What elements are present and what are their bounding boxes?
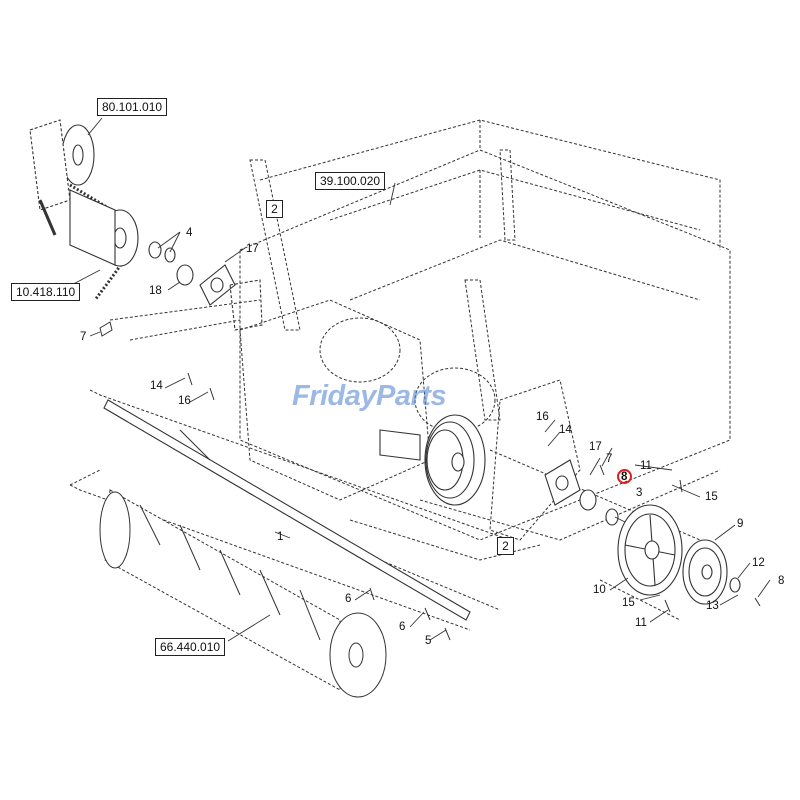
- callout-17-right: 17: [589, 441, 602, 453]
- left-bearing-18: [176, 264, 194, 286]
- callout-13: 13: [706, 600, 719, 612]
- callout-4: 4: [186, 227, 193, 239]
- callout-15-top: 15: [705, 491, 718, 503]
- callout-7-right: 7: [606, 453, 613, 465]
- callout-15-bottom: 15: [622, 597, 635, 609]
- callout-8-highlighted: 8: [621, 471, 628, 483]
- callout-6-lower: 6: [399, 621, 406, 633]
- callout-10: 10: [593, 584, 606, 596]
- frame-outline: [239, 149, 731, 541]
- section-square-2-bottom: 2: [497, 537, 514, 555]
- reference-box-39-100-020: 39.100.020: [315, 172, 386, 190]
- callout-16-left: 16: [178, 395, 191, 407]
- reference-box-66-440-010: 66.440.010: [155, 638, 226, 656]
- callout-12: 12: [752, 557, 765, 569]
- callout-14-right: 14: [559, 424, 572, 436]
- callout-5: 5: [425, 635, 432, 647]
- callout-1: 1: [277, 531, 284, 543]
- washer-12: [729, 577, 741, 593]
- callout-17-left: 17: [246, 243, 259, 255]
- callout-11-bottom: 11: [635, 617, 647, 629]
- reference-box-80-101-010: 80.101.010: [97, 98, 168, 116]
- left-side-plate: [239, 299, 431, 501]
- callout-3: 3: [636, 487, 643, 499]
- callout-14-left: 14: [150, 380, 163, 392]
- left-post: [249, 159, 301, 331]
- watermark-logo: FridayParts: [292, 380, 447, 412]
- callout-6-upper: 6: [345, 593, 352, 605]
- callout-9: 9: [737, 518, 744, 530]
- highlight-ring-callout-8: [617, 469, 632, 484]
- right-side-plate: [489, 379, 581, 541]
- callout-11-top: 11: [640, 460, 652, 472]
- callout-18: 18: [149, 285, 162, 297]
- section-square-2-top: 2: [266, 200, 283, 218]
- reference-box-10-418-110: 10.418.110: [11, 283, 81, 301]
- spacer-3: [605, 508, 619, 526]
- callout-8-bottom: 8: [778, 575, 785, 587]
- callout-16-right: 16: [536, 411, 549, 423]
- callout-7-left: 7: [80, 331, 87, 343]
- right-bearing: [579, 489, 597, 511]
- center-post: [464, 279, 501, 421]
- main-shaft: [103, 399, 471, 621]
- left-bearing-4: [148, 241, 162, 259]
